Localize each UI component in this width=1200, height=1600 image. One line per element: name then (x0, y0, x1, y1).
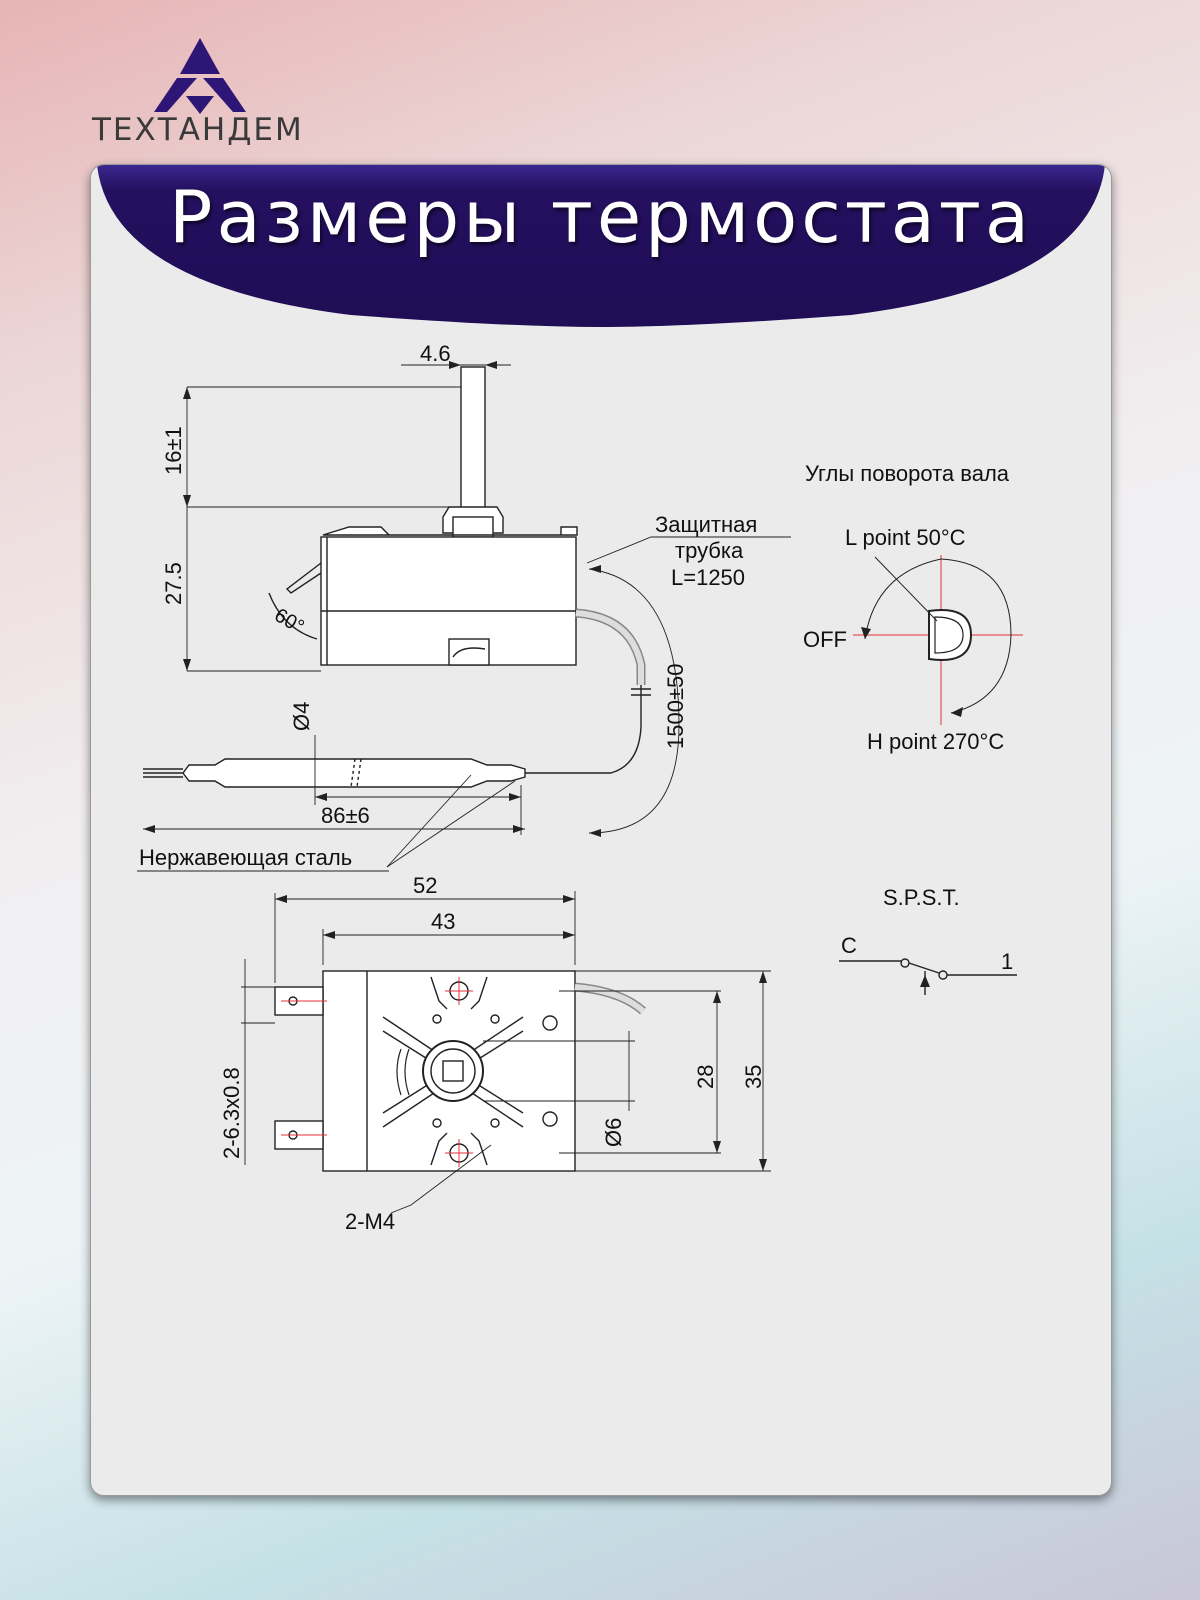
spst-common-label: C (841, 933, 857, 958)
tube-label-line-1: Защитная (655, 512, 757, 537)
capillary-length-label: 1500±50 (663, 664, 688, 750)
body-height-label: 27.5 (161, 562, 186, 605)
bulb-length-label: 86±6 (321, 803, 370, 828)
brand-logo-icon (154, 38, 246, 114)
bulb-diameter-label: Ø4 (289, 702, 314, 731)
hole-spacing-label: 28 (693, 1065, 718, 1089)
spst-contact-label: 1 (1001, 949, 1013, 974)
off-label: OFF (803, 627, 847, 652)
h-point-label: H point 270°C (867, 729, 1004, 754)
width-body-label: 43 (431, 909, 455, 934)
l-point-label: L point 50°C (845, 525, 966, 550)
shaft-width-label: 4.6 (420, 341, 451, 366)
page-title: Размеры термостата (169, 175, 1033, 259)
shaft-height-label: 16±1 (161, 426, 186, 475)
brand-name: ТЕХТАНДЕМ (92, 112, 304, 148)
header-banner (97, 165, 1105, 327)
spst-title: S.P.S.T. (883, 885, 960, 910)
height-label: 35 (741, 1065, 766, 1089)
thermostat-drawing: 4.6 16±1 27.5 60° Защитная трубка L=1250… (137, 341, 1023, 1234)
rotation-title: Углы поворота вала (805, 461, 1010, 486)
material-label: Нержавеющая сталь (139, 845, 352, 870)
terminals-label: 2-6.3x0.8 (219, 1067, 244, 1159)
shaft-diameter-label: Ø6 (601, 1118, 626, 1147)
tube-label-line-2: трубка (675, 538, 744, 563)
mount-holes-label: 2-M4 (345, 1209, 395, 1234)
diagram-card: Размеры термостата (90, 164, 1112, 1496)
width-total-label: 52 (413, 873, 437, 898)
tube-label-line-3: L=1250 (671, 565, 745, 590)
